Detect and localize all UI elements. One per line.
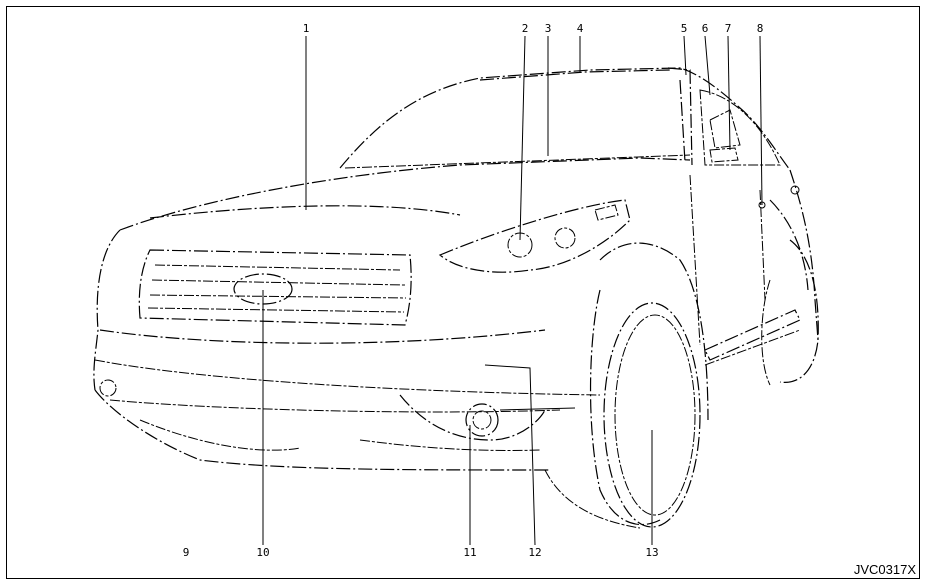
side-sill	[689, 174, 801, 366]
door-details	[709, 147, 800, 209]
front-wheel	[544, 242, 709, 529]
callout-4: 4	[577, 22, 584, 35]
callout-7: 7	[725, 22, 732, 35]
callout-13: 13	[645, 546, 658, 559]
callout-12: 12	[528, 546, 541, 559]
callout-labels: 1 2 3 4 5 6 7 8 9 10 11 12 13	[183, 22, 764, 559]
callout-3: 3	[545, 22, 552, 35]
rear-wheel	[761, 239, 819, 386]
leader-lines	[262, 35, 763, 546]
callout-8: 8	[757, 22, 764, 35]
car-outline	[93, 67, 819, 471]
callout-10: 10	[256, 546, 269, 559]
figure-code: JVC0317X	[853, 562, 916, 577]
headlamp	[438, 199, 631, 273]
callout-11: 11	[463, 546, 476, 559]
callout-6-top: 6	[702, 22, 709, 35]
callout-2: 2	[522, 22, 529, 35]
callout-5-top: 5	[681, 22, 688, 35]
callout-1: 1	[303, 22, 310, 35]
diagram-frame	[6, 6, 920, 579]
grille	[138, 249, 412, 326]
callout-9: 9	[183, 546, 190, 559]
